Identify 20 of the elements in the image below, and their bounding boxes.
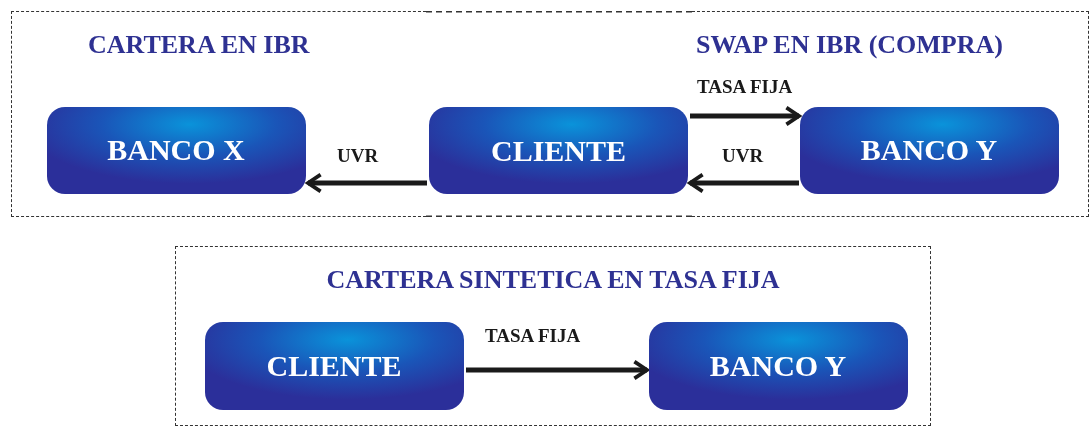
- box-label: BANCO X: [107, 133, 245, 167]
- dashed-group-frame: [175, 246, 931, 426]
- group-heading: CARTERA SINTETICA EN TASA FIJA: [325, 265, 781, 295]
- arrow: [690, 105, 801, 127]
- box-label: CLIENTE: [266, 348, 402, 383]
- rounded-box: [204, 321, 464, 410]
- arrow: [688, 172, 799, 194]
- rounded-box: [648, 321, 908, 410]
- dashed-group-frame: [11, 11, 426, 217]
- rounded-box: [429, 107, 688, 194]
- box-label: CLIENTE: [490, 133, 626, 168]
- arrow: [306, 172, 427, 194]
- box-label: BANCO Y: [860, 133, 998, 167]
- box-label: BANCO Y: [709, 348, 847, 383]
- group-heading: CARTERA EN IBR: [88, 30, 310, 60]
- dashed-group-frame: [692, 11, 1089, 217]
- rounded-box: [46, 106, 306, 194]
- arrow: [466, 359, 649, 381]
- group-heading: SWAP EN IBR (COMPRA): [696, 30, 1003, 60]
- rounded-box: [799, 106, 1059, 194]
